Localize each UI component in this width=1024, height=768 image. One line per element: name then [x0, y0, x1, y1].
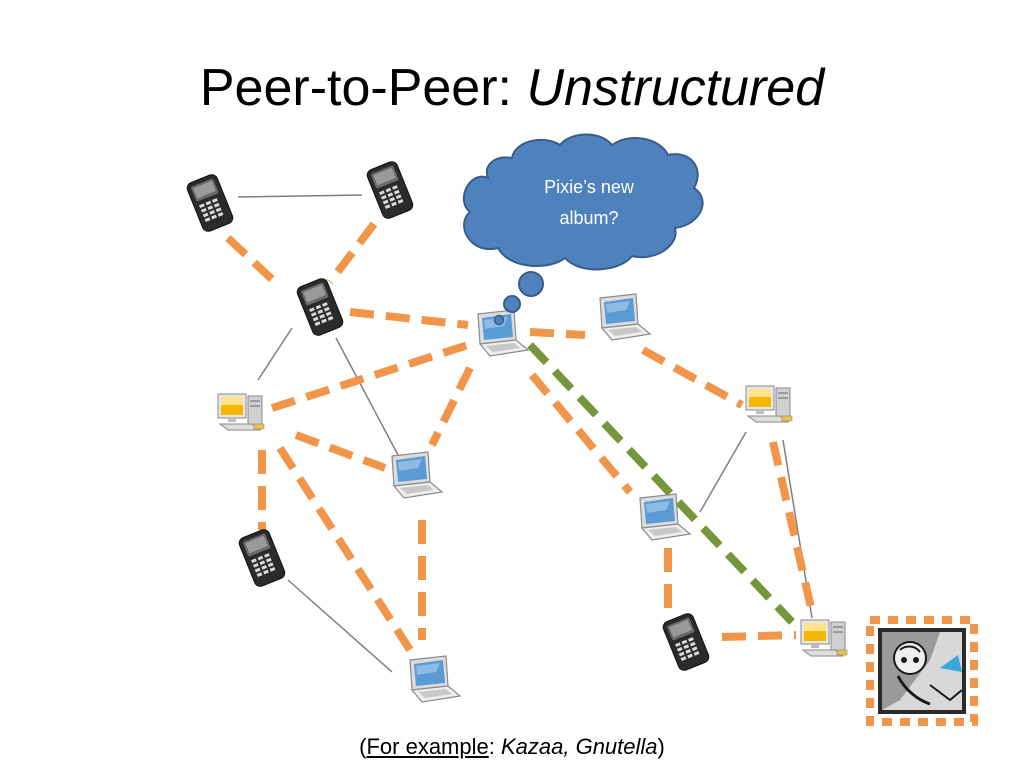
- overlay-link: [349, 308, 469, 329]
- desktop-computer-icon: [745, 385, 793, 423]
- overlay-link: [769, 441, 816, 613]
- overlay-link: [428, 366, 474, 447]
- phone-icon: [294, 276, 346, 338]
- physical-link: [257, 327, 293, 381]
- desktop-computer-icon: [800, 619, 848, 657]
- phone-icon: [660, 611, 712, 673]
- overlay-link: [641, 346, 744, 409]
- overlay-links: [225, 221, 816, 653]
- caption-colon: :: [488, 734, 501, 759]
- laptop-icon: [391, 451, 443, 499]
- phone-icon: [236, 527, 288, 589]
- caption-open-paren: (: [359, 734, 367, 759]
- title-main: Peer-to-Peer:: [199, 59, 512, 117]
- caption-close-paren: ): [657, 734, 665, 759]
- phone-icon: [184, 172, 236, 234]
- physical-link: [335, 337, 399, 456]
- phone-icon: [364, 159, 416, 221]
- caption-systems: Kazaa, Gnutella: [500, 734, 658, 759]
- physical-link: [699, 431, 747, 513]
- overlay-link: [529, 328, 586, 339]
- physical-link: [287, 579, 393, 673]
- caption-example-label: For example: [366, 734, 489, 759]
- caption: (For example: Kazaa, Gnutella): [0, 734, 1024, 760]
- search-path-link: [527, 342, 795, 625]
- bubble-text-line2: album?: [559, 208, 618, 228]
- overlay-link: [326, 221, 378, 285]
- overlay-link: [528, 372, 634, 495]
- overlay-link: [276, 445, 414, 653]
- overlay-link: [721, 631, 797, 641]
- laptop-icon: [599, 293, 651, 341]
- album-cover: [866, 616, 978, 726]
- overlay-link: [294, 431, 387, 472]
- slide-title: Peer-to-Peer: Unstructured: [0, 62, 1024, 114]
- title-italic: Unstructured: [526, 59, 825, 117]
- physical-links: [237, 194, 813, 673]
- physical-link: [237, 194, 363, 198]
- overlay-link: [225, 235, 281, 288]
- desktop-computer-icon: [217, 393, 265, 431]
- overlay-link: [270, 341, 470, 412]
- bubble-text-line1: Pixie’s new: [544, 177, 635, 197]
- laptop-icon: [409, 655, 461, 703]
- thought-bubble: Pixie’s new album?: [463, 133, 704, 326]
